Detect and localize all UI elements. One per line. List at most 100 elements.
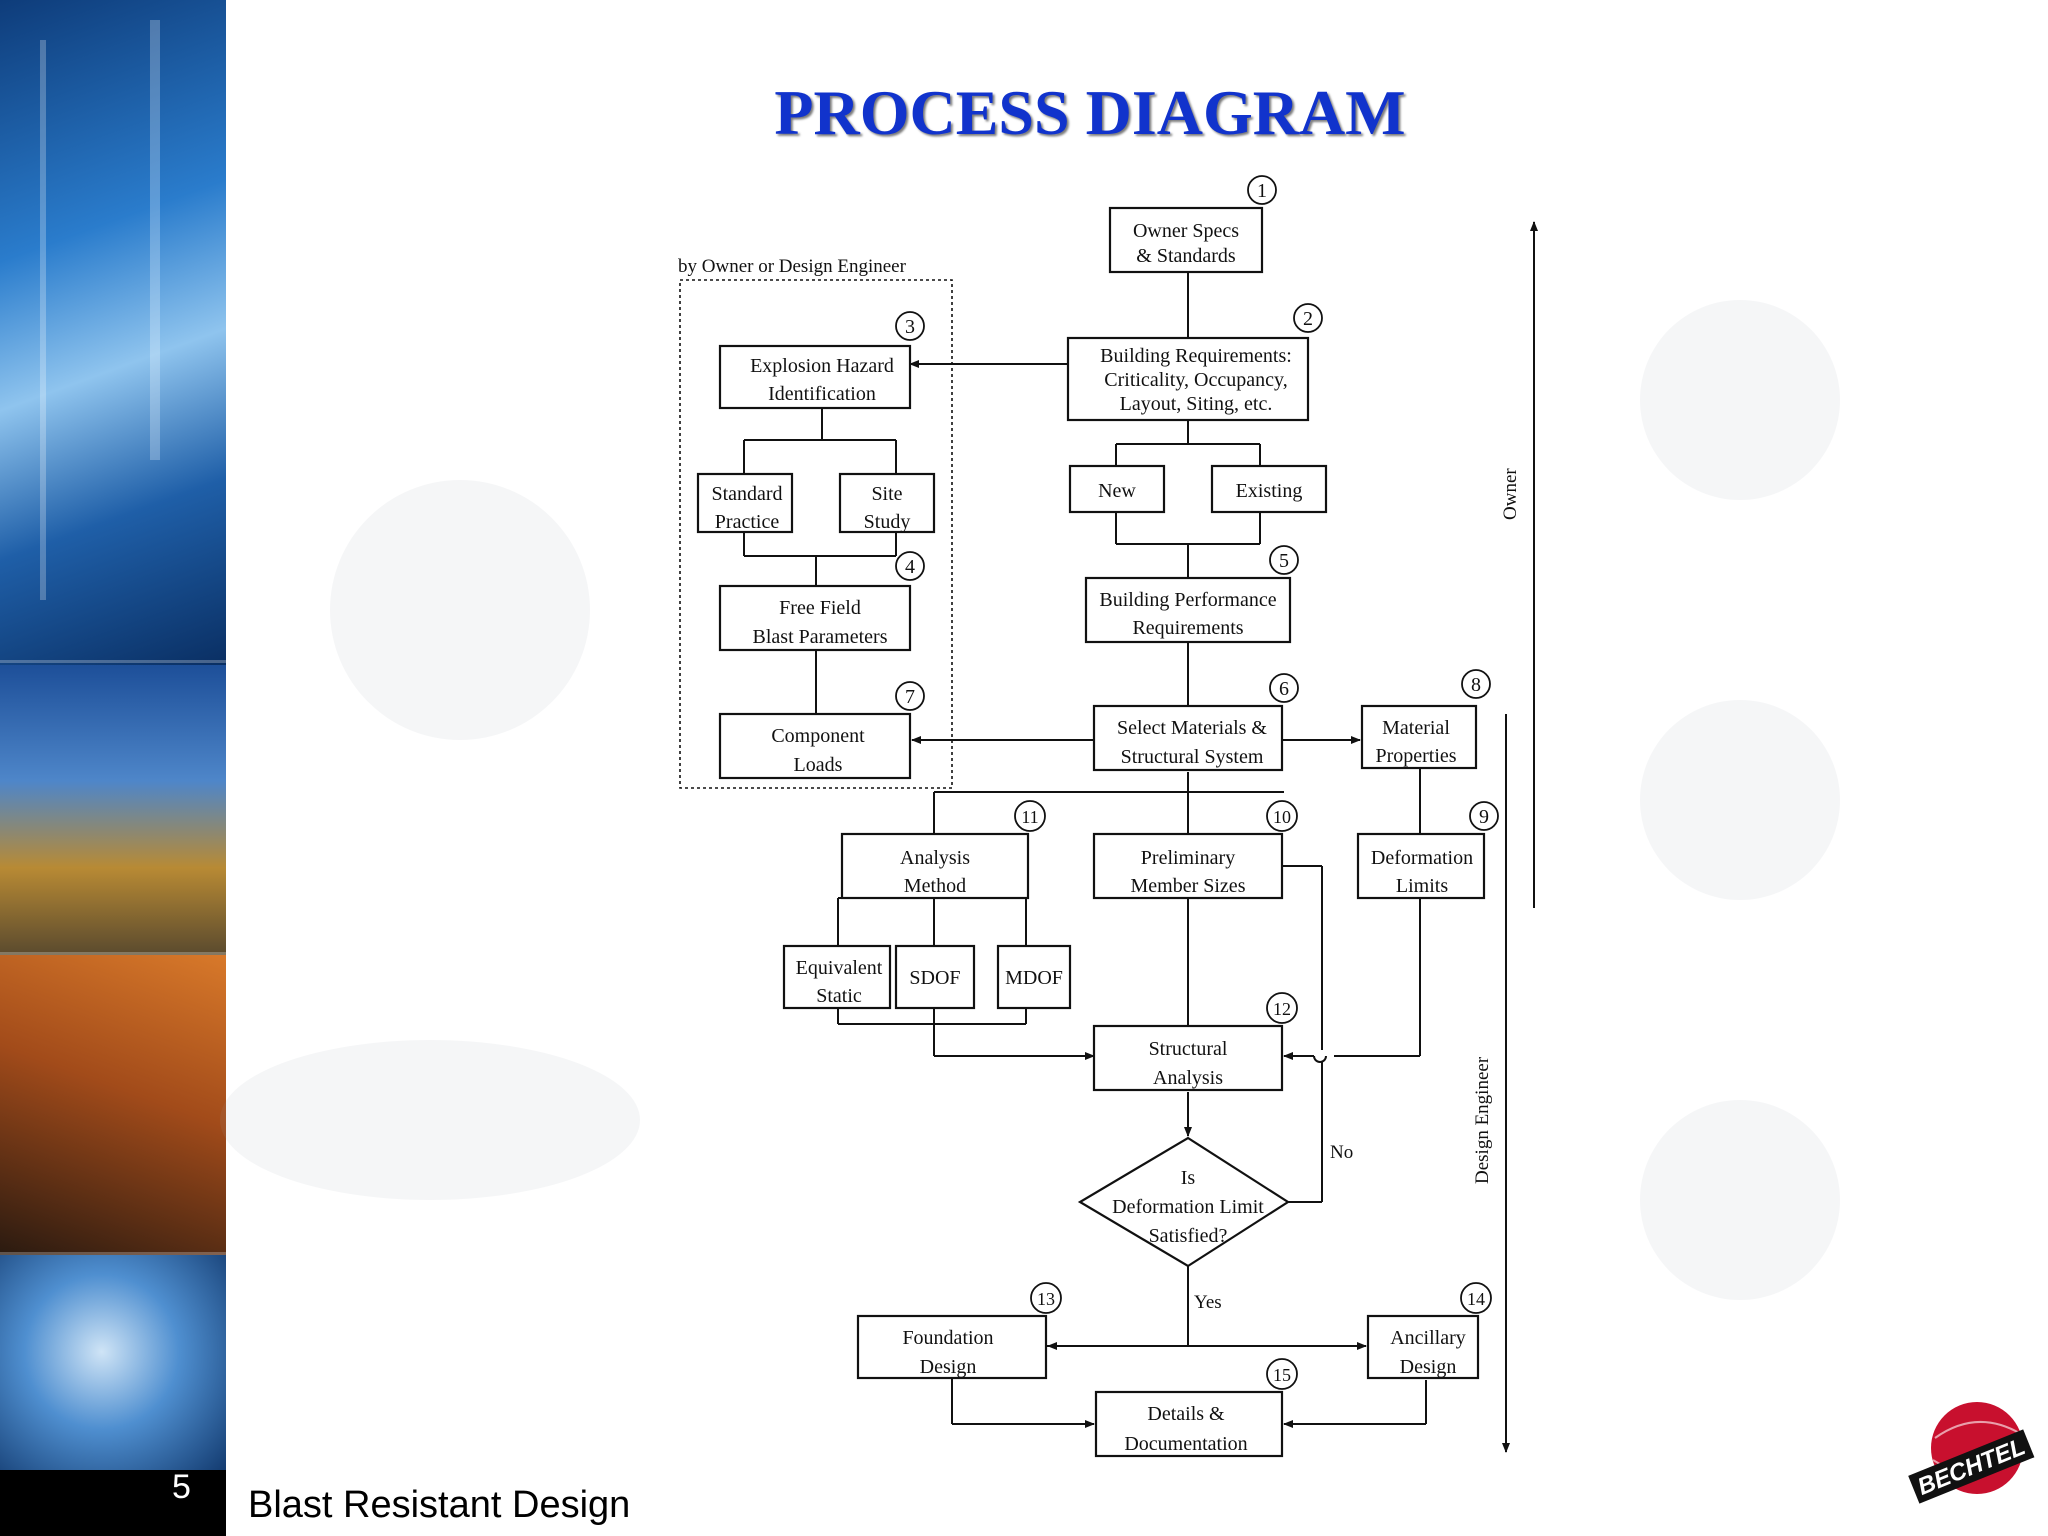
node-equivalent-static-line-2: Static xyxy=(816,985,862,1007)
node-ancillary-design-box xyxy=(1366,1314,1480,1380)
decision-yes-label: Yes xyxy=(1194,1292,1222,1313)
step-number: 13 xyxy=(1037,1289,1055,1309)
node-standard-practice-line-2: Practice xyxy=(715,511,780,533)
node-foundation-design-line-2: Design xyxy=(920,1356,977,1378)
step-number: 11 xyxy=(1021,807,1038,827)
node-decision-line-1: Is xyxy=(1181,1167,1196,1189)
node-new-box xyxy=(1068,464,1166,514)
node-deformation-limits-line-1: Deformation xyxy=(1371,847,1473,869)
node-decision-line-3: Satisfied? xyxy=(1149,1225,1228,1247)
step-number: 15 xyxy=(1273,1365,1291,1385)
node-deformation-limits-box xyxy=(1356,832,1486,900)
node-free-field-line-1: Free Field xyxy=(779,597,861,619)
step-number: 8 xyxy=(1471,674,1481,696)
node-standard-practice-box xyxy=(696,472,794,534)
slide-title: PROCESS DIAGRAM xyxy=(774,77,1406,148)
node-sdof-label: SDOF xyxy=(909,967,960,989)
node-preliminary-sizes-line-2: Member Sizes xyxy=(1131,875,1246,897)
node-material-properties-line-1: Material xyxy=(1382,717,1450,739)
step-number: 1 xyxy=(1257,180,1267,202)
node-existing-label: Existing xyxy=(1236,480,1303,502)
node-decision-line-2: Deformation Limit xyxy=(1112,1196,1264,1218)
step-number: 6 xyxy=(1279,678,1289,700)
step-number: 12 xyxy=(1273,999,1291,1019)
node-mdof-box xyxy=(996,944,1072,1010)
background-decoration xyxy=(1640,300,1840,500)
node-decision-diamond xyxy=(1077,1136,1291,1268)
node-building-performance-box xyxy=(1084,576,1292,644)
node-analysis-method-box xyxy=(840,832,1030,900)
left-photo-strip xyxy=(0,0,226,1536)
node-details-line-1: Details & xyxy=(1147,1403,1225,1425)
node-sdof-box xyxy=(894,944,976,1010)
node-building-requirements-box xyxy=(1066,336,1310,422)
step-number: 2 xyxy=(1303,308,1313,330)
node-owner-specs-box xyxy=(1108,206,1264,274)
crane-photo xyxy=(0,665,226,955)
node-deformation-limits-line-2: Limits xyxy=(1396,875,1448,897)
node-equivalent-static-line-1: Equivalent xyxy=(796,957,883,979)
node-foundation-design-line-1: Foundation xyxy=(902,1327,993,1349)
industrial-plant-photo xyxy=(0,0,226,665)
owner-side-label: Owner xyxy=(1500,468,1521,520)
background-decoration xyxy=(330,480,590,740)
node-details-line-2: Documentation xyxy=(1124,1433,1247,1455)
node-existing-box xyxy=(1210,464,1328,514)
node-structural-analysis-line-2: Analysis xyxy=(1153,1067,1223,1089)
node-building-performance-line-2: Requirements xyxy=(1132,617,1243,639)
step-number: 4 xyxy=(905,556,915,578)
node-free-field-box xyxy=(718,584,912,652)
node-details-box xyxy=(1094,1390,1284,1458)
node-mdof-label: MDOF xyxy=(1005,967,1063,989)
node-component-loads-line-2: Loads xyxy=(794,754,843,776)
node-ancillary-design-line-1: Ancillary xyxy=(1390,1327,1466,1349)
bechtel-logo: BECHTEL xyxy=(1908,1402,2035,1504)
group-label: by Owner or Design Engineer xyxy=(678,256,907,277)
node-analysis-method-line-1: Analysis xyxy=(900,847,970,869)
step-number: 14 xyxy=(1467,1289,1485,1309)
step-number: 10 xyxy=(1273,807,1291,827)
background-decoration xyxy=(1640,700,1840,900)
footer-title: Blast Resistant Design xyxy=(248,1484,631,1526)
node-select-materials-line-2: Structural System xyxy=(1121,746,1264,768)
node-preliminary-sizes-line-1: Preliminary xyxy=(1141,847,1235,869)
node-component-loads-line-1: Component xyxy=(771,725,865,747)
slide-number: 5 xyxy=(172,1468,191,1506)
construction-silhouette-photo xyxy=(0,955,226,1255)
node-building-requirements-line-1: Building Requirements: xyxy=(1100,345,1292,367)
background-decoration xyxy=(1640,1100,1840,1300)
node-standard-practice-line-1: Standard xyxy=(711,483,782,505)
node-new-label: New xyxy=(1098,480,1136,502)
node-ancillary-design-line-2: Design xyxy=(1400,1356,1457,1378)
node-structural-analysis-line-1: Structural xyxy=(1149,1038,1228,1060)
design-engineer-side-label: Design Engineer xyxy=(1472,1056,1493,1184)
step-number: 3 xyxy=(905,316,915,338)
node-site-study-box xyxy=(838,472,936,534)
node-building-requirements-line-2: Criticality, Occupancy, xyxy=(1104,369,1287,391)
node-explosion-hazard-line-2: Identification xyxy=(768,383,876,405)
node-structural-analysis-box xyxy=(1092,1024,1284,1092)
node-select-materials-box xyxy=(1092,704,1284,772)
node-site-study-line-2: Study xyxy=(864,511,911,533)
node-building-requirements-line-3: Layout, Siting, etc. xyxy=(1120,393,1273,415)
node-analysis-method-line-2: Method xyxy=(904,875,966,897)
background-decoration xyxy=(220,1040,640,1200)
node-owner-specs-line-2: & Standards xyxy=(1136,245,1236,267)
node-building-performance-line-1: Building Performance xyxy=(1099,589,1276,611)
node-preliminary-sizes-box xyxy=(1092,832,1284,900)
decision-no-label: No xyxy=(1330,1142,1353,1163)
node-material-properties-line-2: Properties xyxy=(1375,745,1456,767)
node-free-field-line-2: Blast Parameters xyxy=(753,626,888,648)
node-component-loads-box xyxy=(718,712,912,780)
node-explosion-hazard-line-1: Explosion Hazard xyxy=(750,355,894,377)
node-foundation-design-box xyxy=(856,1314,1048,1380)
node-site-study-line-1: Site xyxy=(871,483,902,505)
step-number: 7 xyxy=(905,686,915,708)
strip-footer xyxy=(0,1470,226,1536)
node-material-properties-box xyxy=(1360,704,1478,770)
node-owner-specs-line-1: Owner Specs xyxy=(1133,220,1239,242)
node-equivalent-static-box xyxy=(782,944,892,1010)
node-explosion-hazard-box xyxy=(718,344,912,410)
step-number: 5 xyxy=(1279,550,1289,572)
